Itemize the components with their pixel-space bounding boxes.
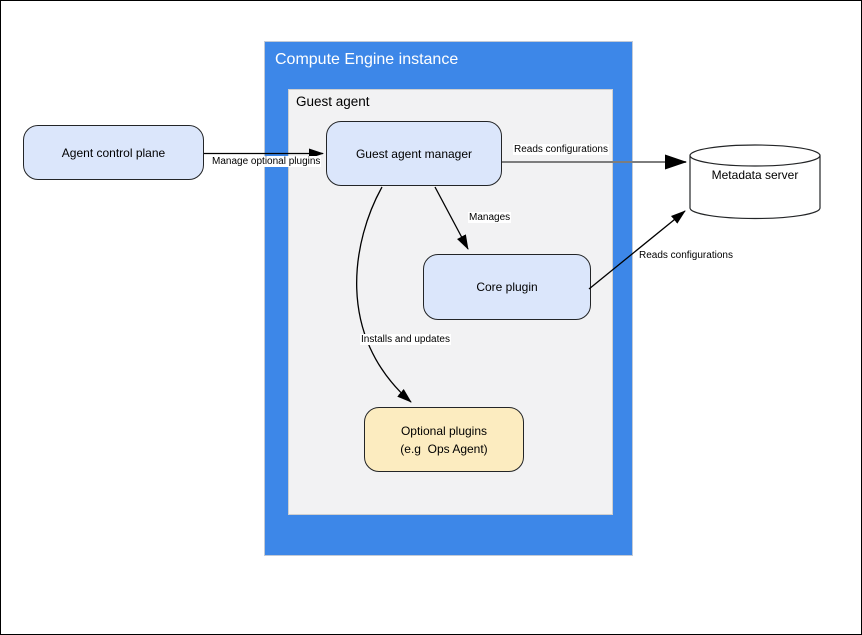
guest-agent-title: Guest agent (296, 94, 370, 109)
core-plugin-label: Core plugin (476, 280, 538, 294)
optional-plugins-label-line1: Optional plugins (400, 423, 488, 438)
edge-label-manages: Manages (468, 212, 512, 223)
edge-label-installs-and-updates: Installs and updates (360, 334, 451, 345)
core-plugin-node: Core plugin (423, 254, 591, 320)
guest-agent-manager-node: Guest agent manager (326, 121, 502, 186)
metadata-server-label: Metadata server (711, 168, 799, 182)
compute-engine-instance-title: Compute Engine instance (275, 51, 459, 68)
optional-plugins-node: Optional plugins (e.g Ops Agent) (364, 407, 524, 472)
database-cylinder-icon (689, 144, 821, 220)
guest-agent-manager-label: Guest agent manager (355, 146, 473, 161)
metadata-server-node: Metadata server (689, 144, 821, 220)
agent-control-plane-node: Agent control plane (23, 125, 204, 180)
edge-label-core-reads-configurations: Reads configurations (638, 250, 734, 261)
edge-label-manager-reads-configurations: Reads configurations (513, 144, 609, 155)
agent-control-plane-label: Agent control plane (61, 145, 166, 160)
edge-label-manage-optional-plugins: Manage optional plugins (211, 156, 322, 167)
optional-plugins-label-line2: (e.g Ops Agent) (400, 441, 488, 456)
